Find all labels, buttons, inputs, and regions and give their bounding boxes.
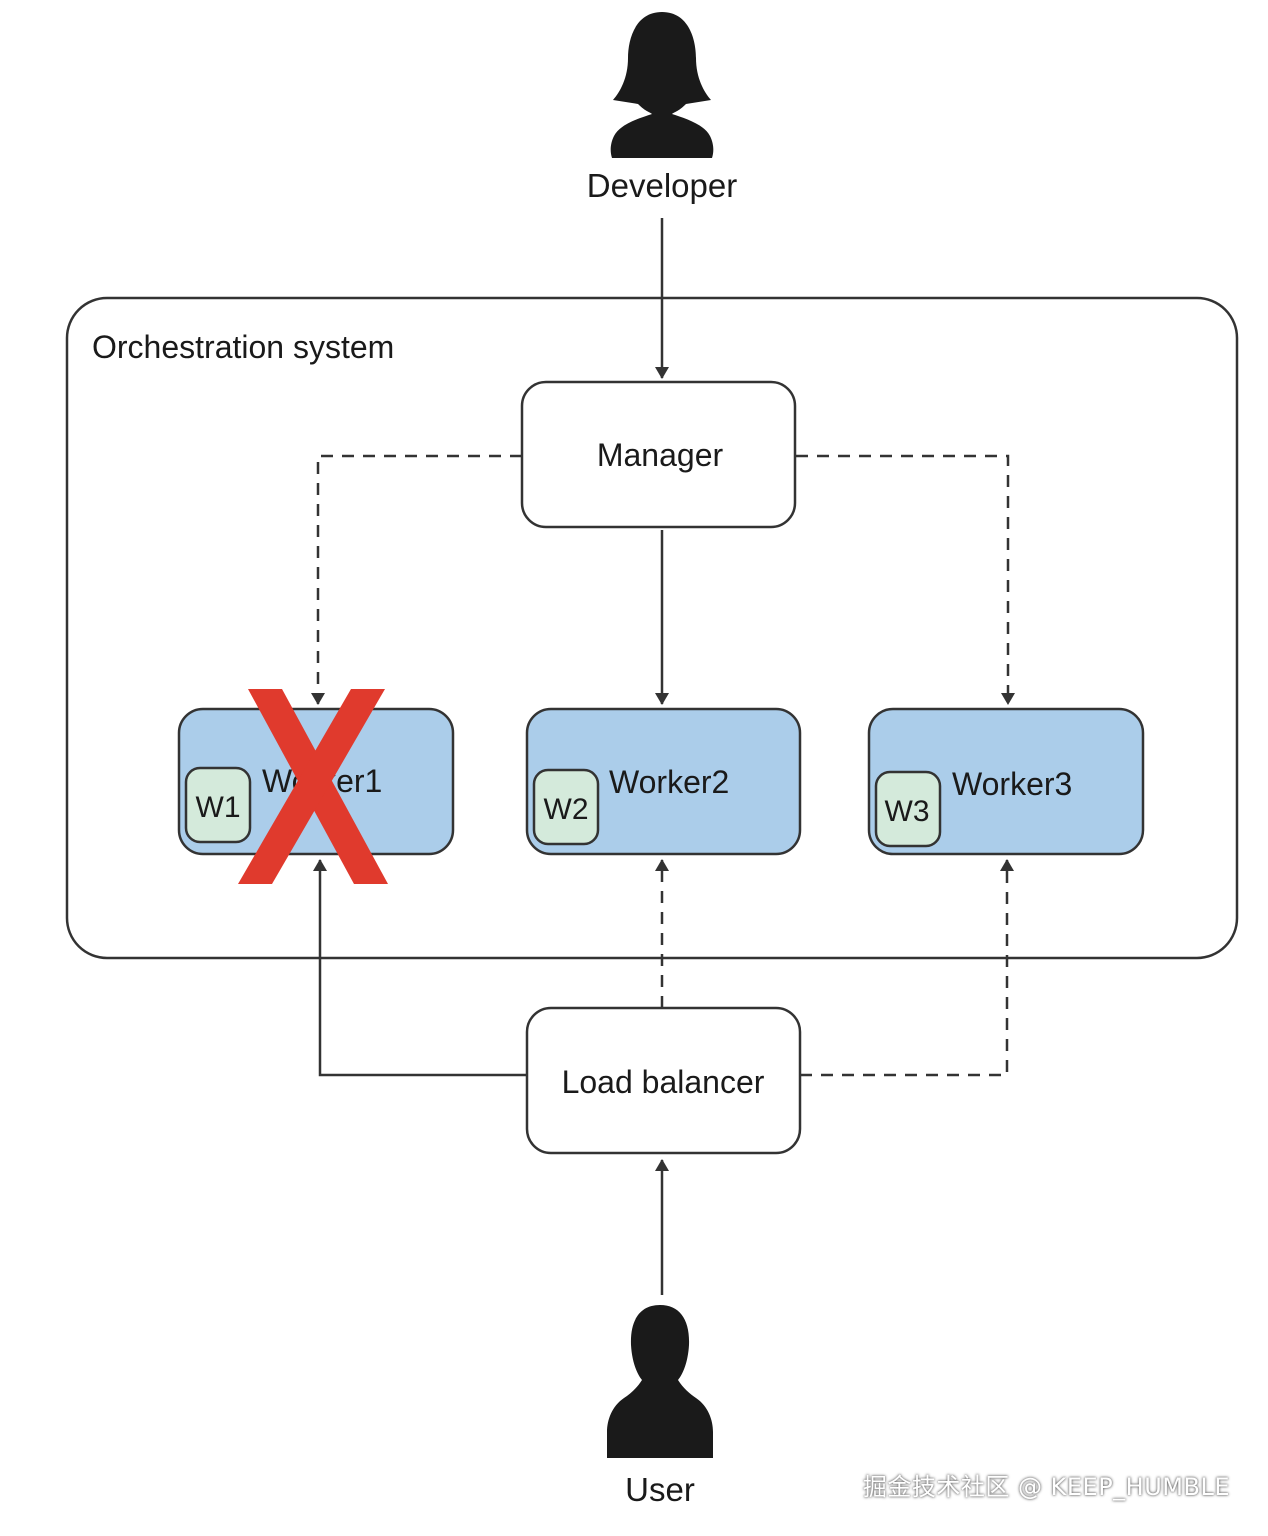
worker2-label: Worker2 [609, 764, 729, 800]
worker1-failure-x-icon [238, 689, 388, 884]
developer-actor: Developer [587, 12, 737, 204]
lb-to-worker3-dashed-arrow [800, 859, 1014, 1077]
load-balancer-label: Load balancer [562, 1064, 765, 1100]
load-balancer-node: Load balancer [525, 1006, 802, 1155]
worker3-label: Worker3 [952, 766, 1072, 802]
watermark: 掘金技术社区 @ KEEP_HUMBLE [862, 1473, 1230, 1501]
lb-to-worker1-arrow [313, 859, 527, 1077]
load-balancer-box [525, 1006, 802, 1155]
developer-icon [610, 12, 714, 158]
connectors [311, 218, 1015, 1295]
worker3-badge [874, 770, 942, 848]
orchestration-system-label: Orchestration system [92, 329, 394, 365]
user-label: User [625, 1471, 695, 1508]
worker1-badge [184, 766, 252, 844]
manager-to-worker3-dashed-arrow [796, 454, 1015, 705]
manager-to-worker1-dashed-arrow [311, 454, 522, 705]
manager-label: Manager [597, 437, 724, 473]
user-actor: User [607, 1305, 713, 1508]
worker2-badge-label: W2 [544, 793, 589, 826]
user-icon [607, 1305, 713, 1458]
orchestration-system-box [65, 296, 1239, 960]
worker1-badge-label: W1 [196, 791, 241, 824]
worker3-badge-label: W3 [885, 795, 930, 828]
developer-label: Developer [587, 167, 737, 204]
worker2-node: W2 Worker2 [525, 707, 802, 856]
worker3-node: W3 Worker3 [867, 707, 1145, 856]
manager-box [520, 380, 797, 529]
failure-x-stroke-2 [238, 689, 385, 884]
manager-node: Manager [520, 380, 797, 529]
worker2-badge [532, 768, 600, 846]
orchestration-system: Orchestration system [65, 296, 1239, 960]
